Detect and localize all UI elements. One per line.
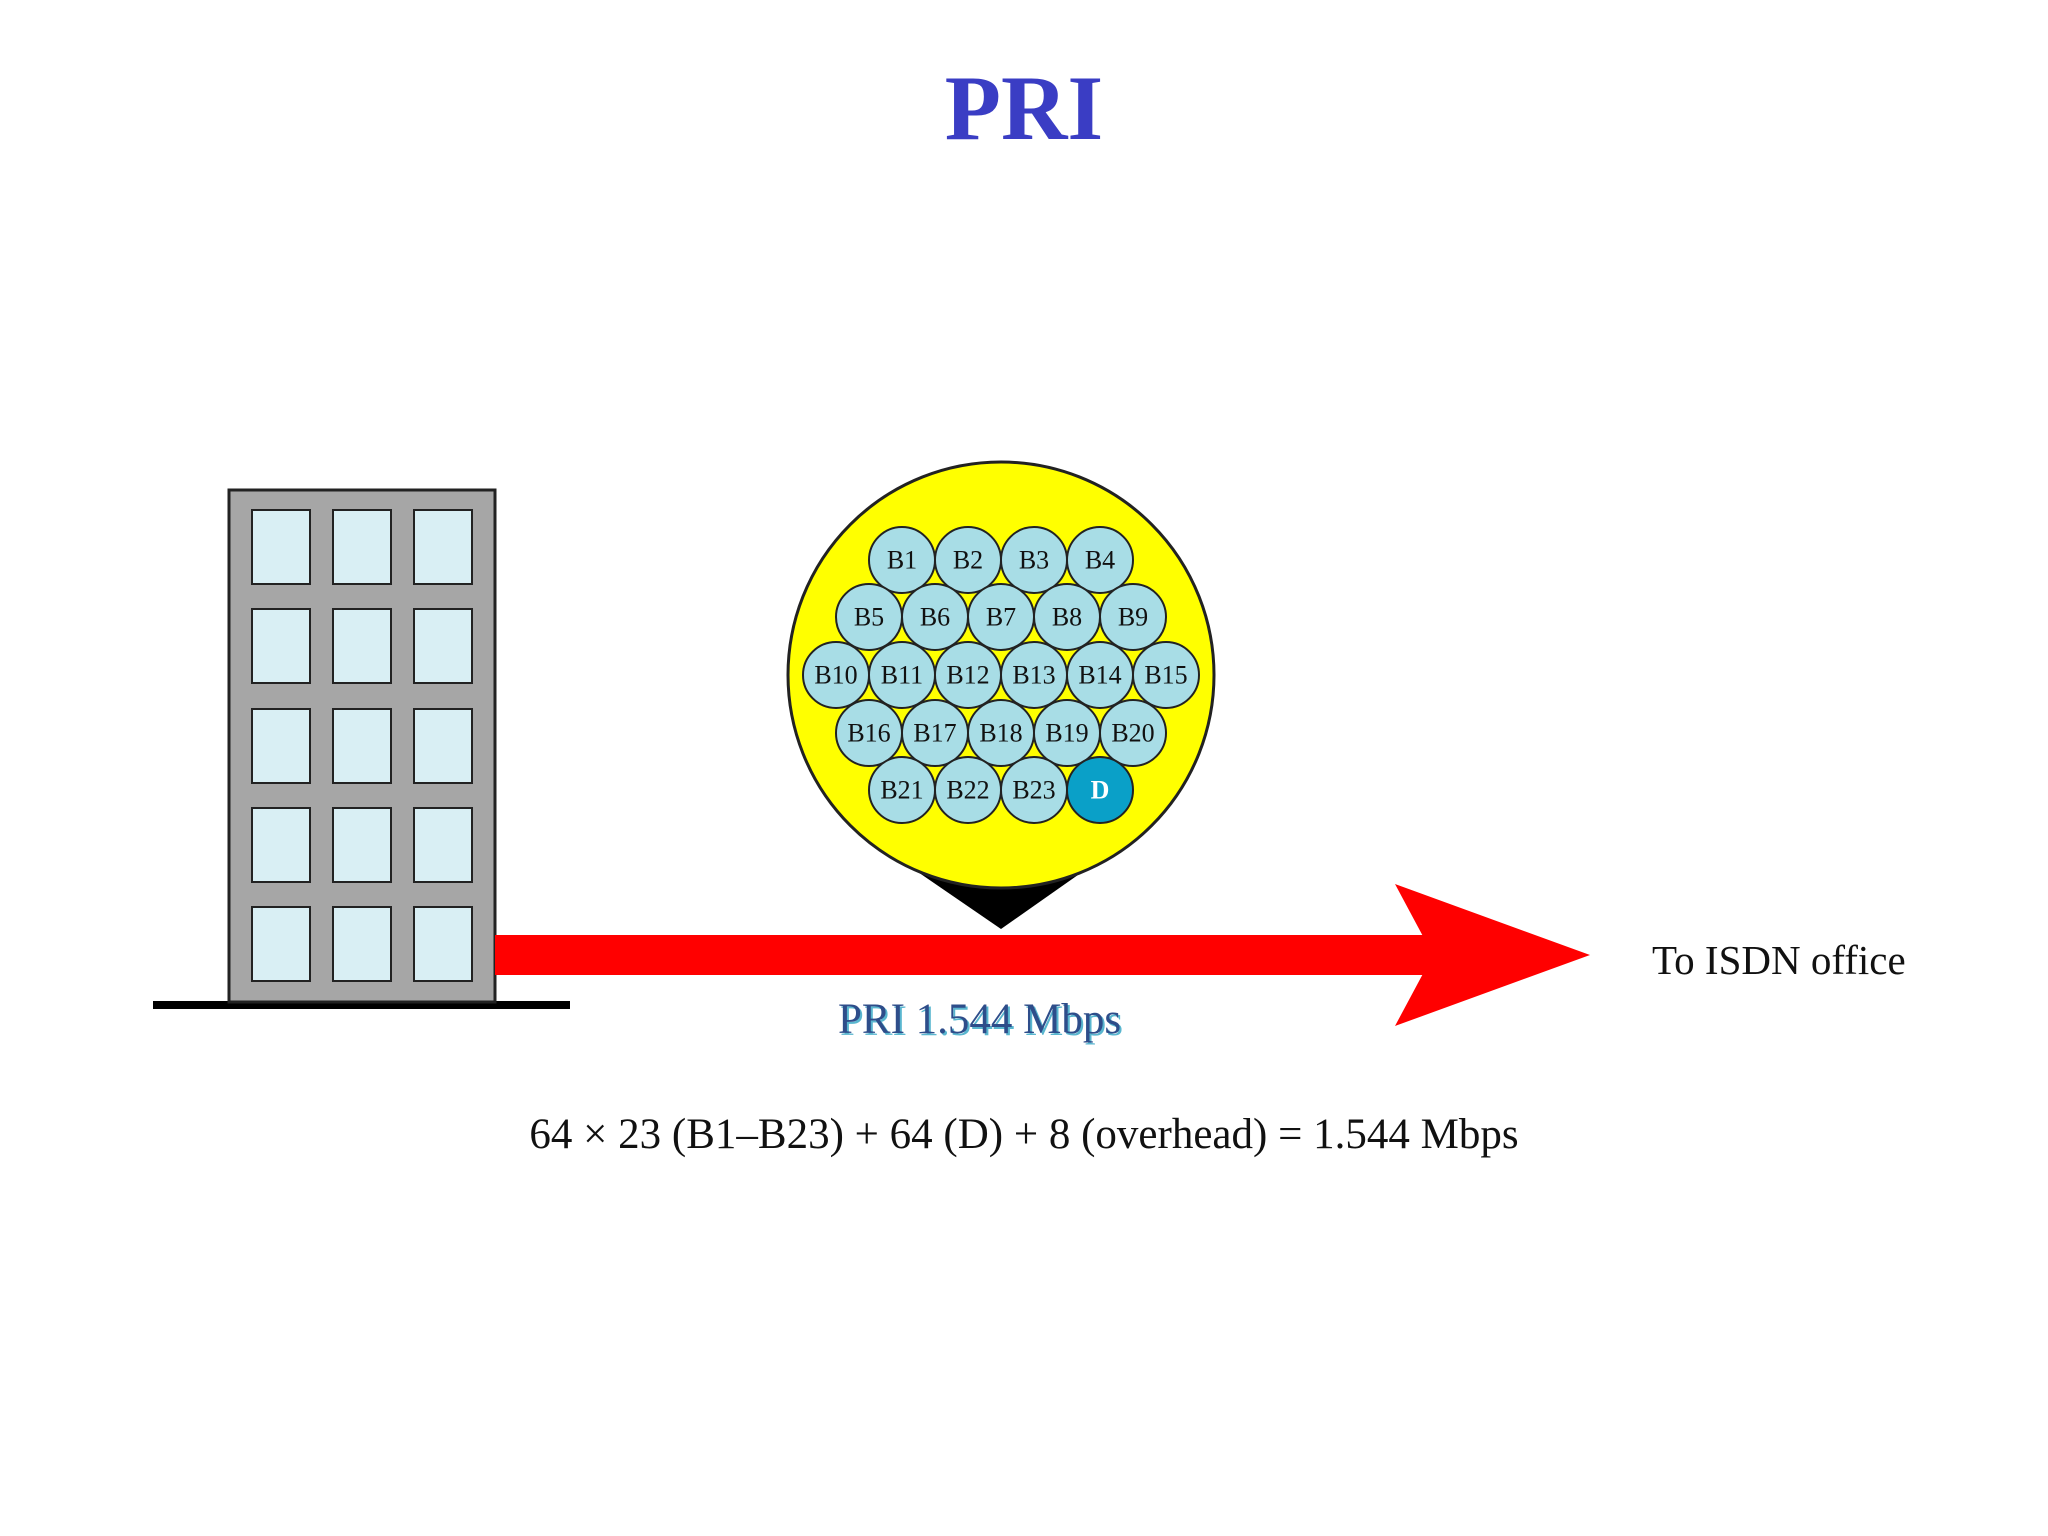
building-window (413, 509, 473, 585)
b-channel-label: B22 (946, 776, 989, 805)
arrow-shaft (495, 935, 1435, 975)
b-channel-label: B4 (1085, 546, 1115, 575)
d-channel-circle (1066, 756, 1134, 824)
b-channel-label: B7 (986, 603, 1016, 632)
building-window (251, 708, 311, 784)
b-channel-label: B15 (1144, 661, 1187, 690)
building-icon (227, 488, 497, 1004)
b-channel-label: B17 (913, 719, 956, 748)
b-channel-label: B6 (920, 603, 950, 632)
building-window (413, 708, 473, 784)
b-channel-label: B11 (881, 661, 923, 690)
b-channel-label: B12 (946, 661, 989, 690)
building-window (332, 608, 392, 684)
b-channel-label: B13 (1012, 661, 1055, 690)
b-channel-label: B9 (1118, 603, 1148, 632)
b-channel-label: B14 (1078, 661, 1121, 690)
b-channel-label: B18 (979, 719, 1022, 748)
b-channel-circle (1132, 641, 1200, 709)
bandwidth-formula: 64 × 23 (B1–B23) + 64 (D) + 8 (overhead)… (529, 1111, 1519, 1158)
b-channel-label: B20 (1111, 719, 1154, 748)
link-rate-label: PRI 1.544 Mbps (838, 996, 1122, 1043)
b-channel-label: B8 (1052, 603, 1082, 632)
b-channel-label: B21 (880, 776, 923, 805)
building-window (413, 608, 473, 684)
b-channel-label: B5 (854, 603, 884, 632)
b-channel-label: B16 (847, 719, 890, 748)
b-channel-label: B3 (1019, 546, 1049, 575)
building-window (413, 807, 473, 883)
building-window (332, 807, 392, 883)
link-arrow (495, 884, 1590, 1026)
building-window (251, 906, 311, 982)
b-channel-label: B23 (1012, 776, 1055, 805)
building-window (332, 708, 392, 784)
arrow-head (1395, 884, 1590, 1026)
b-channel-circle (1066, 526, 1134, 594)
building-window (413, 906, 473, 982)
destination-label: To ISDN office (1652, 937, 1906, 983)
building-window (251, 608, 311, 684)
d-channel-label: D (1091, 776, 1110, 805)
building-window (251, 807, 311, 883)
b-channel-label: B1 (887, 546, 917, 575)
page-title: PRI (944, 57, 1104, 159)
b-channel-label: B19 (1045, 719, 1088, 748)
building-window (332, 906, 392, 982)
b-channel-label: B10 (814, 661, 857, 690)
b-channel-label: B2 (953, 546, 983, 575)
b-channel-circle (1099, 583, 1167, 651)
b-channel-circle (1099, 699, 1167, 767)
building-window (332, 509, 392, 585)
building-window (251, 509, 311, 585)
